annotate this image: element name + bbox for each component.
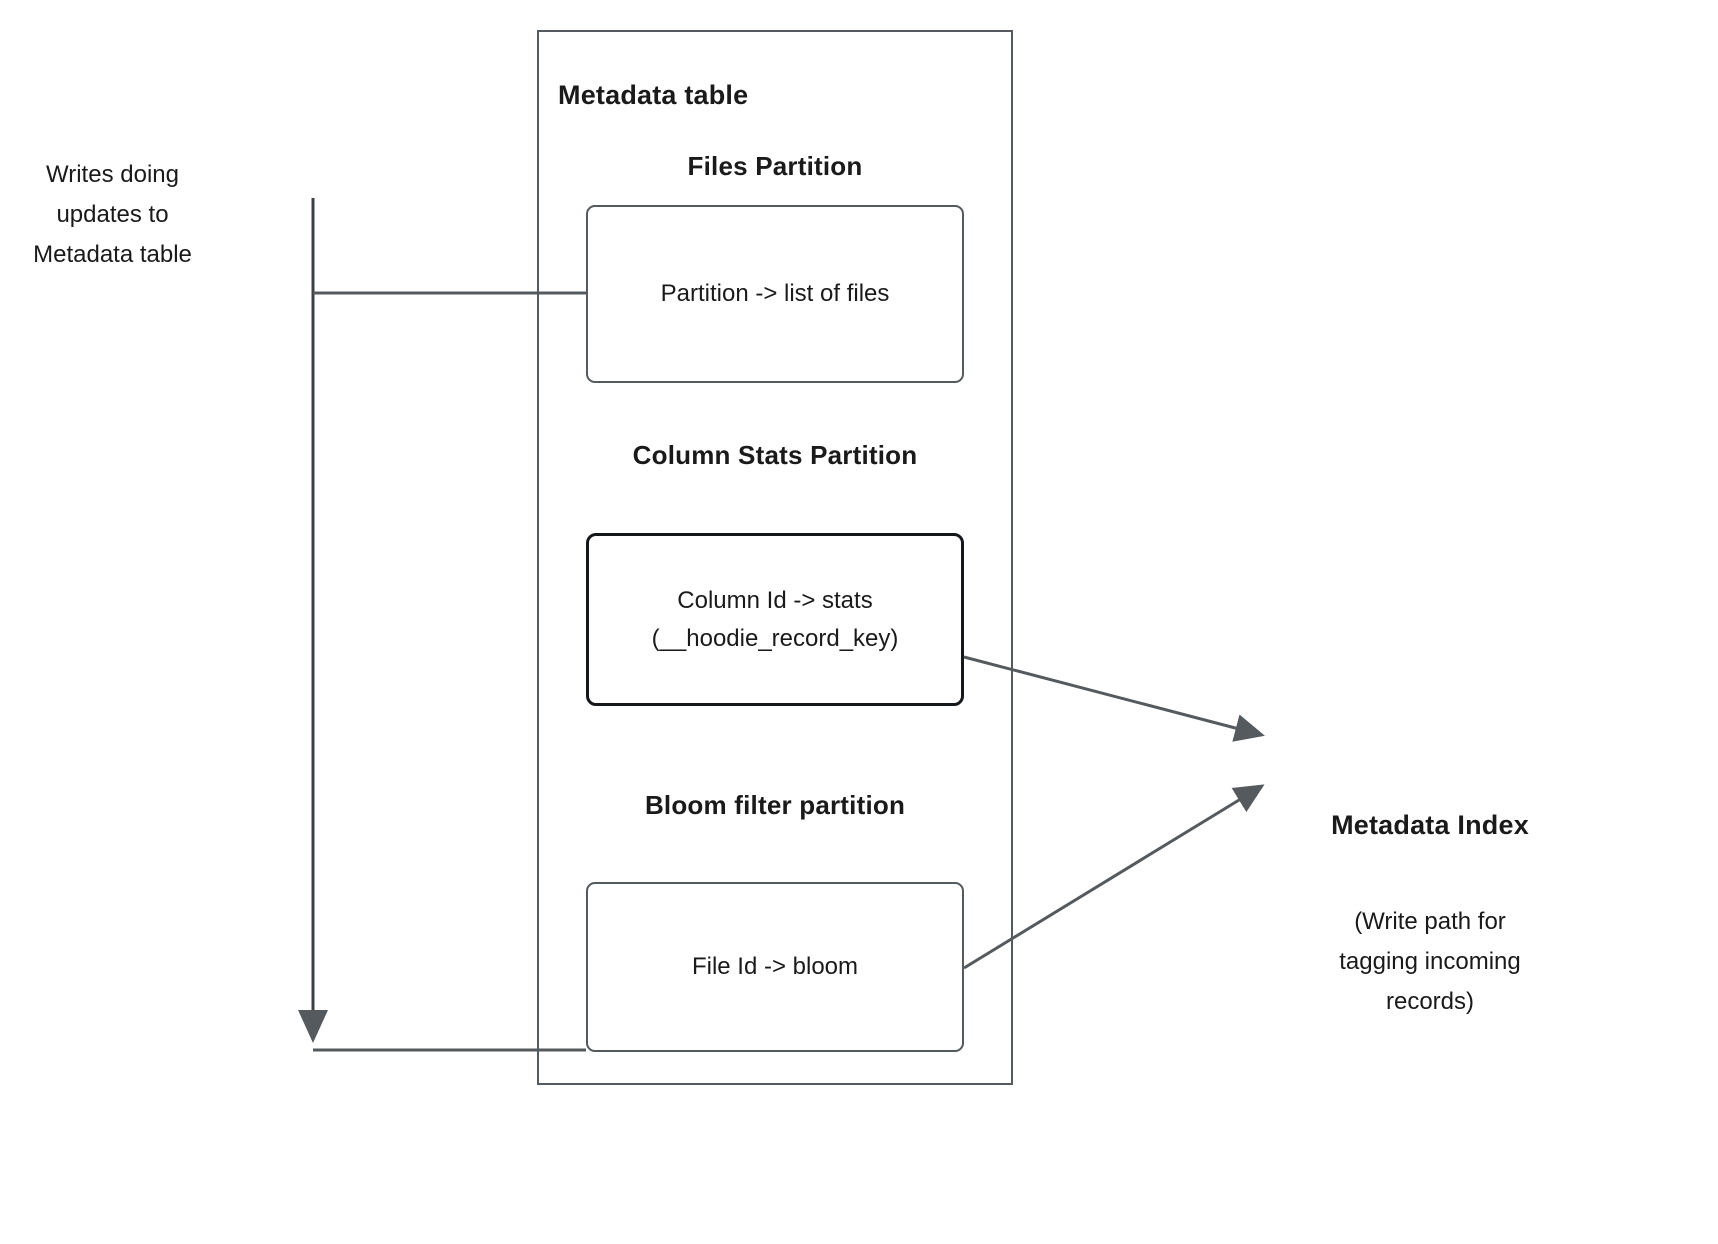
writes-annotation-line-3: Metadata table (33, 241, 192, 268)
bloom-filter-heading-line-2: partition (799, 790, 906, 820)
metadata-index-description-line-2: tagging incoming (1339, 948, 1521, 975)
metadata-table-title: Metadata table (558, 80, 749, 110)
column-stats-partition-heading: Column Stats Partition (585, 435, 965, 475)
files-partition-heading: Files Partition (585, 146, 965, 186)
files-partition-box-text: Partition -> list of files (660, 280, 890, 307)
column-stats-box-line-1: Column Id -> stats (677, 586, 873, 614)
files-partition-heading-line-1: Files Partition (687, 151, 863, 181)
bloom-filter-partition-heading: Bloom filter partition (585, 785, 965, 825)
metadata-table-container (537, 30, 1013, 1085)
writes-annotation: Writes doing updates to Metadata table (10, 155, 215, 275)
column-stats-heading-line-1: Column Stats (632, 440, 803, 470)
column-stats-box-text: Column Id -> stats (__hoodie_record_key) (652, 582, 899, 658)
writes-annotation-line-2: updates to (56, 201, 169, 228)
bloom-filter-box-text: File Id -> bloom (691, 953, 859, 980)
writes-annotation-line-1: Writes doing (46, 161, 179, 188)
metadata-index-description-line-1: (Write path for (1354, 908, 1506, 935)
bloom-filter-heading-line-1: Bloom filter (644, 790, 792, 820)
bloom-filter-partition-box[interactable]: File Id -> bloom (586, 882, 964, 1052)
files-partition-box[interactable]: Partition -> list of files (586, 205, 964, 383)
metadata-index-description: (Write path for tagging incoming records… (1290, 902, 1570, 1022)
column-stats-heading-line-2: Partition (810, 440, 918, 470)
column-stats-box-line-2: (__hoodie_record_key) (651, 624, 899, 652)
metadata-index-label: Metadata Index (1331, 810, 1529, 840)
column-stats-partition-box[interactable]: Column Id -> stats (__hoodie_record_key) (586, 533, 964, 706)
metadata-index-description-line-3: records) (1385, 988, 1475, 1015)
